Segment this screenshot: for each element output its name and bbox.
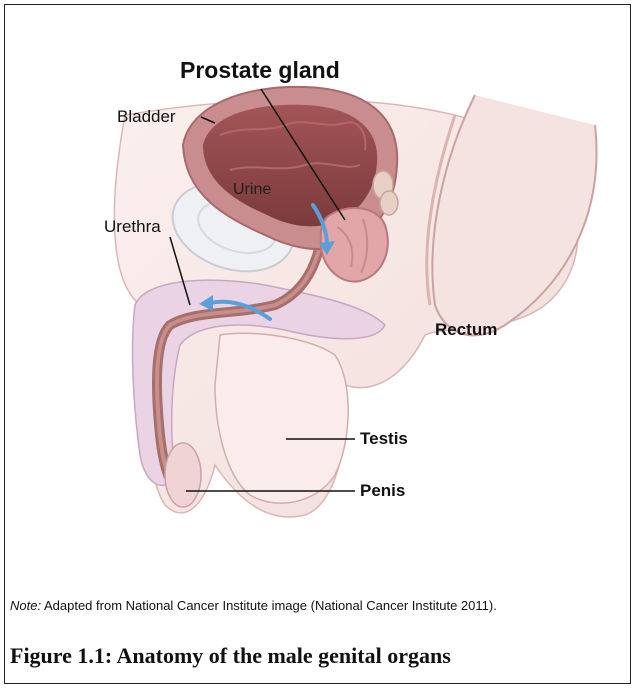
note-text: Adapted from National Cancer Institute i…: [41, 598, 497, 613]
figure-caption: Figure 1.1: Anatomy of the male genital …: [10, 643, 451, 669]
figure-frame: Prostate gland Bladder Urine Urethra Rec…: [4, 4, 631, 684]
figure-note: Note: Adapted from National Cancer Insti…: [10, 597, 620, 614]
note-prefix: Note:: [10, 598, 41, 613]
label-rectum: Rectum: [435, 320, 497, 340]
label-prostate-gland: Prostate gland: [180, 57, 340, 84]
label-testis: Testis: [360, 429, 408, 449]
anatomy-illustration: [5, 5, 632, 575]
scrotum-shape: [215, 333, 348, 503]
label-urethra: Urethra: [104, 217, 161, 237]
label-penis: Penis: [360, 481, 405, 501]
label-bladder: Bladder: [117, 107, 176, 127]
label-urine: Urine: [233, 181, 271, 199]
glans-shape: [165, 443, 201, 507]
